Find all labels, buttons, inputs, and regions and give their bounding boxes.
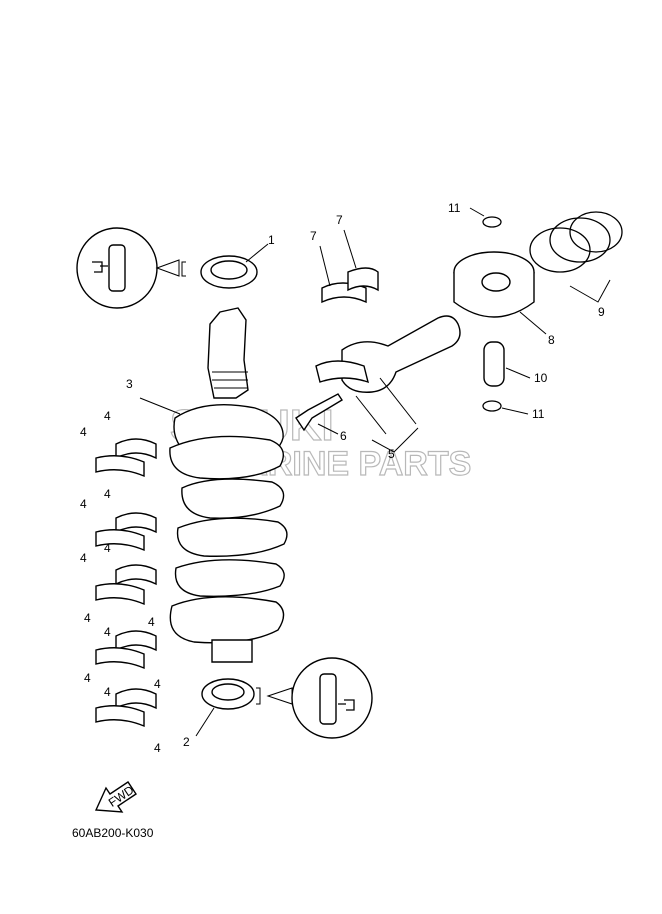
callout-4: 4	[104, 409, 111, 423]
callout-4: 4	[104, 487, 111, 501]
callout-4: 4	[80, 551, 87, 565]
callout-4: 4	[84, 671, 91, 685]
callout-4: 4	[80, 425, 87, 439]
callout-7: 7	[336, 213, 343, 227]
diagram-code: 60AB200-K030	[72, 826, 154, 840]
callout-4: 4	[80, 497, 87, 511]
connecting-rod	[315, 315, 461, 453]
detail-circle-seal-top	[76, 227, 186, 309]
callout-8: 8	[548, 333, 555, 347]
callout-2: 2	[183, 735, 190, 749]
callout-10: 10	[534, 371, 548, 385]
piston-pin	[483, 341, 531, 387]
conrod-bolt	[295, 393, 343, 435]
crankshaft	[139, 307, 288, 663]
callout-4: 4	[154, 677, 161, 691]
oil-seal-bottom	[195, 678, 293, 737]
main-bearings	[95, 438, 157, 728]
conrod-bearings	[319, 229, 379, 304]
callout-5: 5	[388, 447, 395, 461]
callout-4: 4	[148, 615, 155, 629]
callout-1: 1	[268, 233, 275, 247]
detail-circle-seal-bottom	[291, 657, 373, 739]
callout-9: 9	[598, 305, 605, 319]
callout-4: 4	[104, 685, 111, 699]
oil-seal-top	[200, 243, 269, 289]
callout-4: 4	[154, 741, 161, 755]
circlips	[469, 207, 529, 415]
callout-4: 4	[104, 541, 111, 555]
callout-11: 11	[448, 201, 461, 215]
piston	[453, 251, 547, 335]
fwd-label: FWD	[106, 783, 137, 810]
callout-11: 11	[532, 407, 545, 421]
callout-7: 7	[310, 229, 317, 243]
fwd-arrow-icon: FWD	[94, 781, 137, 813]
callout-4: 4	[104, 625, 111, 639]
callouts: 1 2 3 4 4 4 4 4 4 4 4 4 4 4 4 4 5 6 7 7 …	[80, 201, 605, 755]
piston-rings	[529, 211, 623, 303]
callout-6: 6	[340, 429, 347, 443]
callout-4: 4	[84, 611, 91, 625]
callout-3: 3	[126, 377, 133, 391]
